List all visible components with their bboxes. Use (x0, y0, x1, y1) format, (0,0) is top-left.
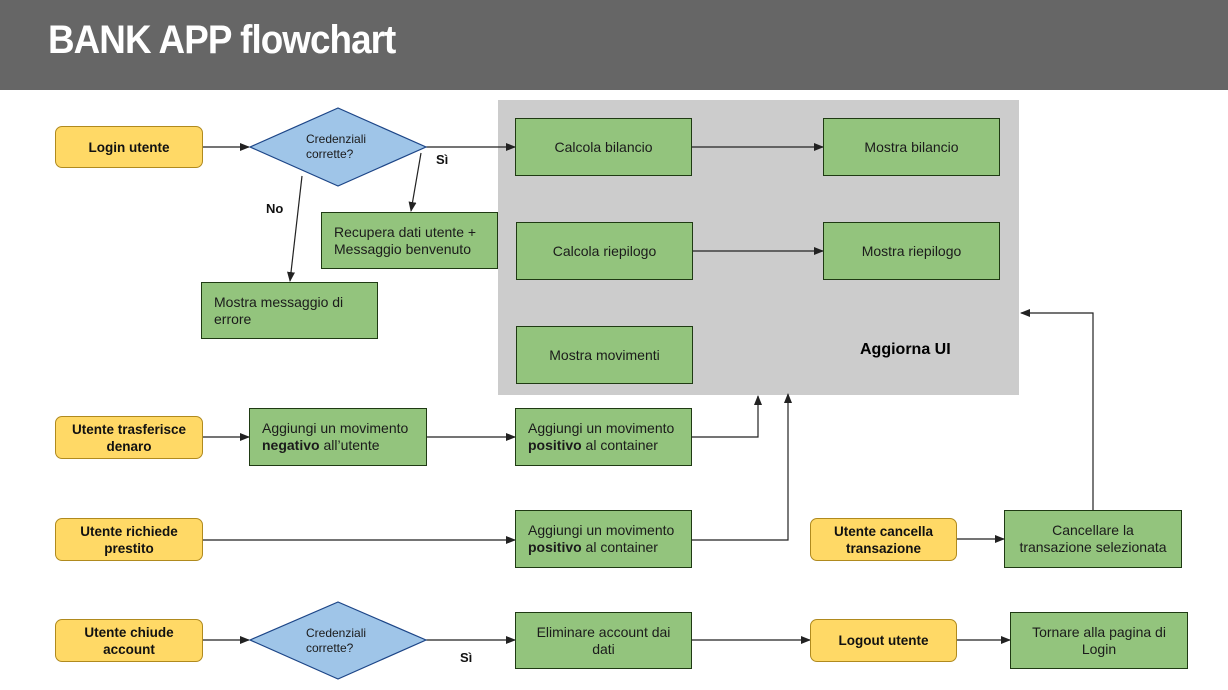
edge-check-to-errore (287, 175, 303, 282)
edge-check-to-recupera (408, 152, 422, 212)
edge-label-si-login: Sì (436, 152, 449, 167)
process-mostra-riepilogo: Mostra riepilogo (823, 222, 1000, 280)
start-utente-cancella: Utente cancella transazione (810, 518, 957, 561)
start-utente-trasferisce: Utente trasferisce denaro (55, 416, 203, 459)
process-mostra-errore: Mostra messaggio di errore (201, 282, 378, 339)
update-ui-group-label: Aggiorna UI (860, 341, 951, 358)
decision-credenziali-chiusura (248, 601, 428, 680)
start-login-utente: Login utente (55, 126, 203, 168)
page-title: BANK APP flowchart (48, 18, 396, 62)
edge-label-no-login: No (266, 201, 284, 216)
process-mostra-movimenti: Mostra movimenti (516, 326, 693, 384)
start-utente-chiude: Utente chiude account (55, 619, 203, 662)
process-mostra-bilancio: Mostra bilancio (823, 118, 1000, 176)
process-tornare-login: Tornare alla pagina di Login (1010, 612, 1188, 669)
edge-positivo1-to-ui (692, 395, 762, 438)
process-calcola-riepilogo: Calcola riepilogo (516, 222, 693, 280)
decision-text-login: Credenziali corrette? (306, 132, 367, 161)
process-cancellare-transazione: Cancellare la transazione selezionata (1004, 510, 1182, 568)
start-logout-utente: Logout utente (810, 619, 957, 662)
process-calcola-bilancio: Calcola bilancio (515, 118, 692, 176)
edge-positivo2-to-ui (692, 393, 792, 541)
process-recupera-dati: Recupera dati utente + Messaggio benvenu… (321, 212, 498, 269)
start-utente-richiede: Utente richiede prestito (55, 518, 203, 561)
decision-credenziali-login (248, 107, 428, 187)
process-eliminare-account: Eliminare account dai dati (515, 612, 692, 669)
edge-cancellare-to-ui (1020, 309, 1094, 510)
header-bar: BANK APP flowchart (0, 0, 1228, 90)
edge-label-si-chiusura: Sì (460, 650, 473, 665)
decision-text-chiusura: Credenziali corrette? (306, 626, 367, 655)
